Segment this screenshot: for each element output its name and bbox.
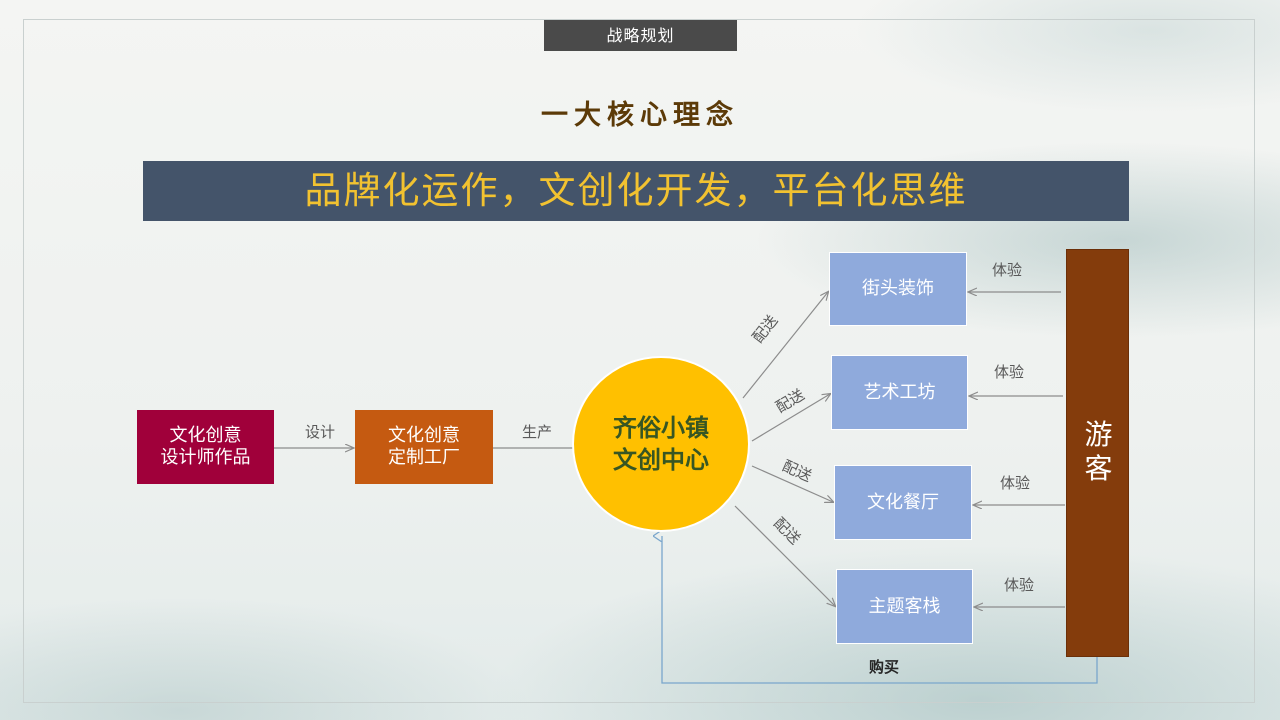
destination-street-decor: 街头装饰 [829,252,967,326]
edge-label-produce: 生产 [522,423,553,441]
factory-line-2: 定制工厂 [388,447,460,468]
concept-title: 一大核心理念 [541,100,739,131]
edge-hub-to-dest-2 [751,394,830,442]
destination-theme-inn: 主题客栈 [836,569,973,644]
edge-label-experience-3: 体验 [1000,474,1031,492]
edge-hub-to-dest-3 [751,465,833,502]
visitor-node: 游 客 [1066,249,1129,657]
custom-factory-node: 文化创意 定制工厂 [355,410,493,484]
edge-label-purchase: 购买 [868,658,899,676]
edge-label-experience-2: 体验 [994,363,1025,381]
slide-frame [23,19,1255,703]
edge-hub-to-dest-1 [742,292,828,399]
destination-art-workshop: 艺术工坊 [831,355,968,430]
concept-banner: 品牌化运作，文创化开发，平台化思维 [143,161,1129,221]
visitor-label: 游 客 [1067,418,1130,486]
creative-center-hub: 齐俗小镇 文创中心 [572,356,750,532]
designer-line-1: 文化创意 [169,425,242,446]
edge-label-design: 设计 [305,423,336,441]
visitor-char-1: 游 [1084,418,1113,451]
factory-line-1: 文化创意 [388,425,460,446]
edge-label-experience-4: 体验 [1004,576,1035,594]
visitor-char-2: 客 [1084,452,1113,485]
section-tag: 战略规划 [544,20,737,51]
edge-hub-to-dest-4 [734,505,835,606]
edge-visitor-purchase-to-hub [662,536,1098,684]
edge-label-experience-1: 体验 [992,261,1023,279]
destination-culture-restaurant: 文化餐厅 [834,465,972,540]
designer-works-node: 文化创意 设计师作品 [137,410,274,484]
designer-line-2: 设计师作品 [160,447,251,468]
hub-line-1: 齐俗小镇 [613,414,709,442]
hub-line-2: 文创中心 [613,446,709,474]
